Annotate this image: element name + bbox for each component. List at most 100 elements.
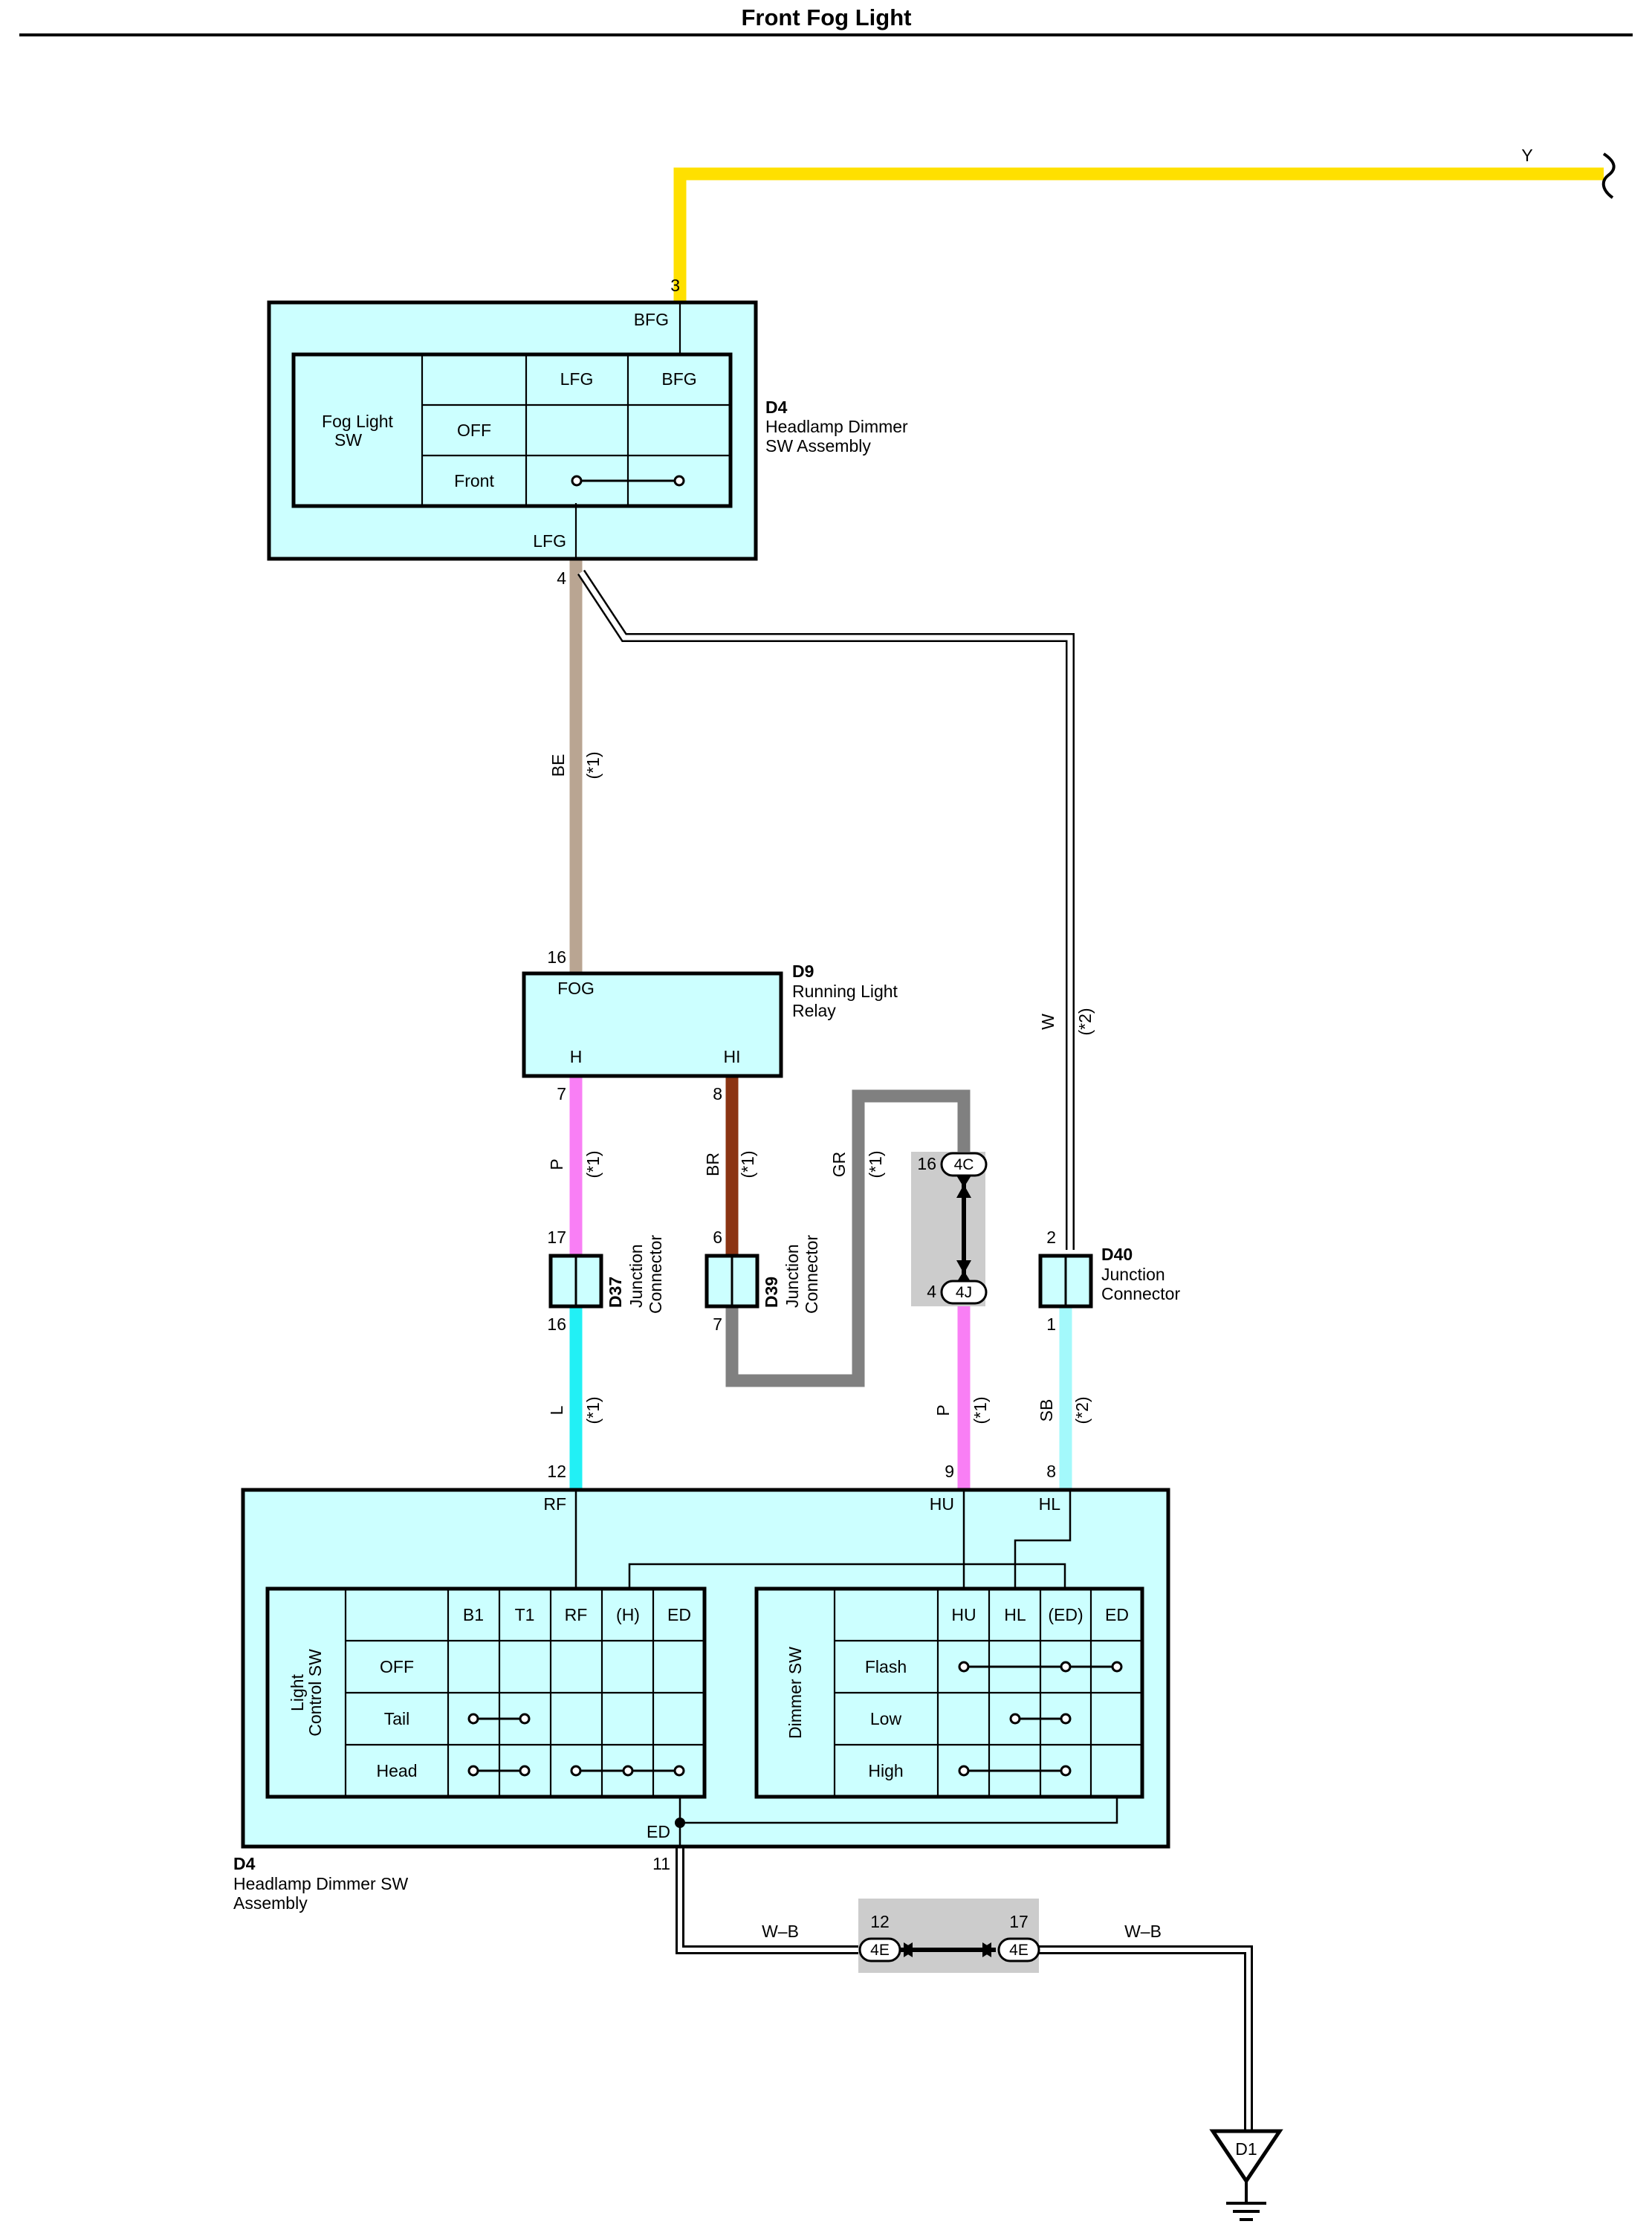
diagram-title: Front Fog Light [742,4,912,30]
d37-id: D37 [606,1277,625,1308]
connector-4j-pin: 4 [927,1282,936,1301]
d4-top-name-2: SW Assembly [765,436,871,456]
lc-row-head: Head [377,1761,418,1780]
connector-4c: 4C [954,1156,974,1173]
d4-bottom-name-1: Headlamp Dimmer SW [233,1874,408,1893]
dimmer-header-ed-paren: (ED) [1048,1605,1083,1624]
lc-row-tail: Tail [384,1709,410,1728]
dimmer-header-hl: HL [1004,1605,1026,1624]
wire-p-lower-label: P [933,1404,953,1416]
dimmer-row-low: Low [870,1709,902,1728]
lc-header-b1: B1 [463,1605,484,1624]
d4-bottom-id: D4 [233,1854,256,1873]
wire-be-note: (*1) [583,751,603,779]
wire-sb-note: (*2) [1072,1396,1092,1424]
d4-bottom-terminal-hl: HL [1039,1494,1061,1514]
wire-br-label: BR [703,1153,722,1176]
d4-bottom-terminal-rf: RF [543,1494,566,1514]
d9-running-light-relay [522,971,783,1078]
d9-pin-7: 7 [557,1084,566,1103]
wire-w[interactable] [577,569,1075,1250]
d9-terminal-fog: FOG [557,979,595,998]
ground-d1-label: D1 [1235,2139,1257,2159]
d4-top-pin-4: 4 [557,568,566,588]
wire-y[interactable] [673,152,1616,301]
d4-top-name-1: Headlamp Dimmer [765,417,908,436]
d4-top-pin-3: 3 [670,276,680,295]
wire-wb-right-label: W–B [1124,1922,1162,1941]
wire-sb-label: SB [1037,1399,1056,1422]
light-control-sw-label-2: Control SW [305,1649,325,1737]
d4-bottom-pin-11: 11 [652,1854,670,1873]
connector-4e-left-pin: 12 [870,1912,890,1931]
wire-gr-label: GR [829,1152,849,1178]
d39-id: D39 [762,1277,781,1308]
dimmer-header-hu: HU [951,1605,976,1624]
wire-p-lower-note: (*1) [971,1396,990,1424]
d4-bottom-pin-9: 9 [945,1462,954,1481]
connector-4e-right-pin: 17 [1009,1912,1029,1931]
lc-header-h: (H) [616,1605,640,1624]
fog-light-sw-label-2: SW [334,430,362,450]
d9-pin-8: 8 [713,1084,722,1103]
d37-name-2: Connector [646,1235,665,1314]
fog-light-sw-label-1: Fog Light [322,412,394,431]
d9-terminal-hi: HI [724,1047,741,1066]
wire-wb[interactable] [676,1847,1253,2133]
d39-name-1: Junction [783,1244,802,1308]
fog-sw-header-lfg: LFG [560,369,594,389]
connector-4e-right: 4E [1009,1942,1029,1959]
wire-br-note: (*1) [738,1150,757,1178]
wire-be-label: BE [548,754,568,777]
d4-headlamp-dimmer-top [267,300,758,561]
d37-pin-17: 17 [547,1228,566,1247]
d39-pin-6: 6 [713,1228,722,1247]
d39-name-2: Connector [802,1235,821,1314]
d4-bottom-terminal-hu: HU [930,1494,954,1514]
d4-top-terminal-bfg: BFG [634,310,669,329]
connector-4c-pin: 16 [917,1154,936,1173]
junction-block-4c-4j [911,1152,988,1306]
d4-bottom-pin-12: 12 [547,1462,566,1481]
d4-bottom-name-2: Assembly [233,1893,308,1913]
wire-p-upper-note: (*1) [583,1150,603,1178]
wire-w-label: W [1038,1014,1057,1030]
dimmer-sw-label: Dimmer SW [785,1647,805,1739]
fog-sw-row-off: OFF [457,421,491,440]
wire-l-note: (*1) [583,1396,603,1424]
d37-junction-connector [548,1254,603,1309]
d40-junction-connector [1038,1254,1093,1309]
wire-wb-left-label: W–B [762,1922,799,1941]
lc-row-off: OFF [380,1657,414,1676]
d37-pin-16: 16 [547,1315,566,1334]
d40-id: D40 [1101,1245,1133,1264]
dimmer-header-ed: ED [1105,1605,1129,1624]
d9-pin-16: 16 [547,947,566,967]
d9-name-2: Relay [792,1001,836,1020]
dimmer-row-high: High [868,1761,903,1780]
wire-w-note: (*2) [1075,1008,1095,1035]
d4-top-terminal-lfg: LFG [533,531,566,551]
wire-l-label: L [547,1405,566,1415]
lc-header-ed: ED [667,1605,691,1624]
d39-junction-connector [704,1254,759,1309]
junction-block-4e [858,1899,1040,1973]
connector-4j: 4J [956,1284,972,1301]
wire-gr[interactable] [725,1089,971,1387]
fog-sw-header-bfg: BFG [661,369,696,389]
d9-id: D9 [792,962,814,981]
d4-headlamp-dimmer-bottom [241,1488,1170,1849]
wire-p-upper-label: P [547,1158,566,1170]
connector-4e-left: 4E [870,1942,890,1959]
d40-pin-2: 2 [1046,1228,1056,1247]
d9-terminal-h: H [570,1047,583,1066]
d9-name-1: Running Light [792,982,898,1001]
d40-name-2: Connector [1101,1284,1180,1303]
d40-pin-1: 1 [1046,1315,1056,1334]
wire-gr-note: (*1) [866,1150,885,1178]
lc-header-rf: RF [565,1605,588,1624]
light-control-sw-label-1: Light [288,1673,307,1711]
fog-sw-row-front: Front [454,471,494,490]
d4-top-id: D4 [765,398,788,417]
